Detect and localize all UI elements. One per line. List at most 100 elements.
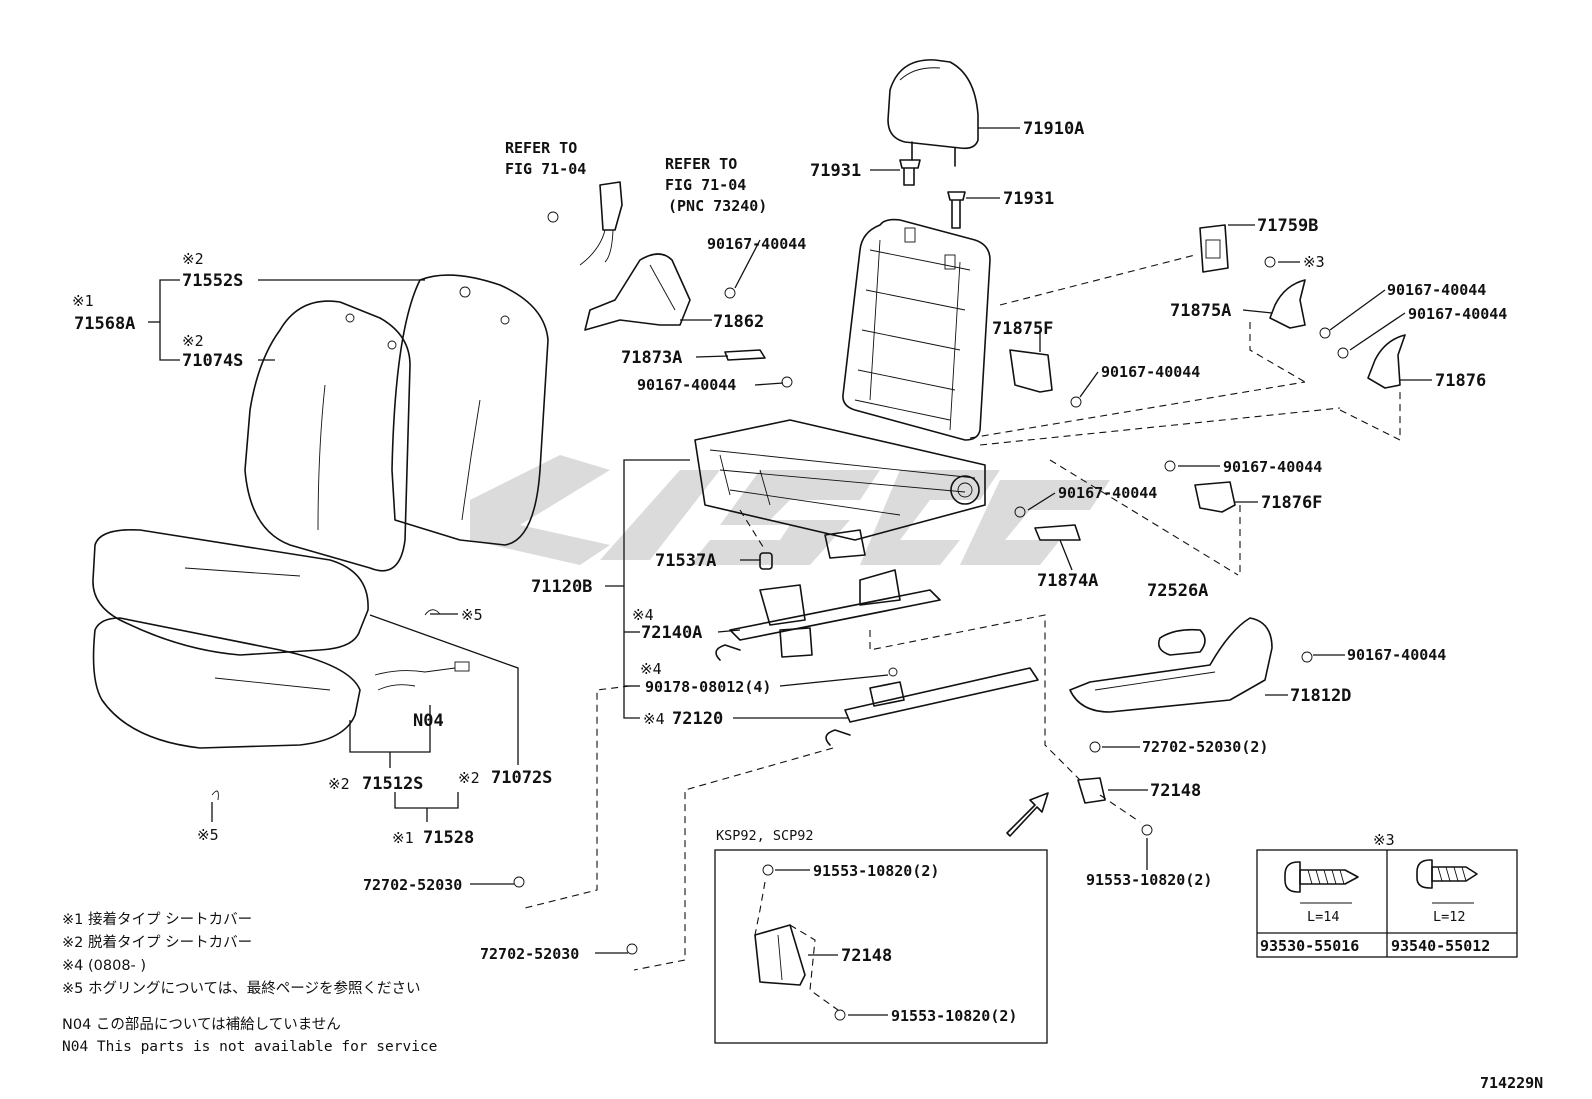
- label-71876f: 71876F: [1261, 493, 1322, 513]
- screw-icon-right: [1416, 859, 1478, 904]
- cover-71875a-drawing: [1269, 279, 1306, 329]
- label-72526a: 72526A: [1147, 581, 1208, 601]
- label-71512s: 71512S: [362, 774, 423, 794]
- knob-72526a-drawing: [1157, 628, 1206, 656]
- label-71537a: 71537A: [655, 551, 716, 571]
- label-90167-e: 90167-40044: [1101, 363, 1200, 381]
- bracket-71873a-drawing: [724, 349, 766, 361]
- mark-4-72140a: ※4: [632, 606, 654, 624]
- dashed-guides: [524, 254, 1401, 1011]
- shield-71812d-drawing: [1069, 617, 1273, 713]
- refer-note-2-line2: FIG 71-04: [665, 176, 746, 194]
- label-71931-upper: 71931: [810, 161, 861, 181]
- bracket-71874a-drawing: [1034, 524, 1081, 541]
- harness-drawing: [374, 661, 470, 691]
- note-1: ※1 接着タイプ シートカバー: [62, 911, 252, 928]
- mark-4-72120: ※4: [643, 710, 665, 728]
- label-72120: 72120: [672, 709, 723, 729]
- bolt-icons: [513, 256, 1349, 1021]
- label-90167-f: 90167-40044: [1223, 458, 1322, 476]
- label-71812d: 71812D: [1290, 686, 1351, 706]
- watermark-logo: [470, 455, 1110, 565]
- seat-back-cover-drawing: [391, 274, 549, 546]
- label-90178: 90178-08012(4): [645, 678, 771, 696]
- mark-5-a: ※5: [461, 606, 483, 624]
- label-71931-lower: 71931: [1003, 189, 1054, 209]
- label-n04: N04: [413, 711, 444, 731]
- label-90167-b: 90167-40044: [637, 376, 736, 394]
- leader-lines: [148, 127, 1432, 1016]
- part-labels: 71910A 71931 71931 71759B 71875A 71876 7…: [74, 119, 1507, 1025]
- bracket-72148-drawing: [1077, 777, 1106, 804]
- note-4: ※4 (0808- ): [62, 958, 146, 974]
- variant-box: KSP92, SCP92: [714, 828, 1048, 1044]
- label-71074s: 71074S: [182, 351, 243, 371]
- label-71875a: 71875A: [1170, 301, 1231, 321]
- note-5: ※5 ホグリングについては、最終ページを参照ください: [62, 980, 420, 997]
- label-90167-h: 90167-40044: [1347, 646, 1446, 664]
- label-71759b: 71759B: [1257, 216, 1318, 236]
- seat-cushion-pad-drawing: [92, 617, 361, 749]
- label-91553-b: 91553-10820(2): [813, 862, 939, 880]
- hog-ring-drawing: [211, 609, 441, 801]
- mark-2-71512s: ※2: [328, 775, 350, 793]
- notes-block: ※1 接着タイプ シートカバー ※2 脱着タイプ シートカバー ※4 (0808…: [62, 911, 437, 1055]
- label-90167-a: 90167-40044: [707, 235, 806, 253]
- screw-icon-left: [1284, 861, 1359, 904]
- label-72702-c: 72702-52030(2): [1142, 738, 1268, 756]
- screw-part-left: 93530-55016: [1260, 937, 1359, 955]
- variant-box-title: KSP92, SCP92: [716, 828, 814, 844]
- refer-note-1-line1: REFER TO: [505, 139, 577, 157]
- label-71568a: 71568A: [74, 314, 135, 334]
- headrest-guide-drawing: [899, 159, 966, 229]
- mark-1-71568a: ※1: [72, 292, 94, 310]
- refer-note-2-line3: (PNC 73240): [668, 197, 767, 215]
- mark-2-71552s: ※2: [182, 250, 204, 268]
- seat-back-pad-drawing: [244, 300, 411, 572]
- note-n04-en: N04 This parts is not available for serv…: [62, 1039, 437, 1055]
- switch-71759b-drawing: [1199, 224, 1229, 273]
- seat-cushion-cover-drawing: [92, 528, 369, 656]
- mark-1-71528: ※1: [392, 829, 414, 847]
- seat-back-frame-drawing: [842, 218, 991, 441]
- label-71072s: 71072S: [491, 768, 552, 788]
- mark-3: ※3: [1303, 253, 1325, 271]
- label-71120b: 71120B: [531, 577, 592, 597]
- lever-71537a-drawing: [759, 552, 773, 570]
- label-90167-g: 90167-40044: [1058, 484, 1157, 502]
- figure-code: 714229N: [1480, 1074, 1543, 1092]
- screw-length-right: L=12: [1433, 909, 1466, 925]
- label-71875f: 71875F: [992, 319, 1053, 339]
- seatbelt-buckle-drawing: [547, 181, 623, 266]
- note-n04-ja: N04 この部品については補給していません: [62, 1016, 341, 1033]
- cover-71876-drawing: [1367, 334, 1406, 389]
- label-90167-c: 90167-40044: [1387, 281, 1486, 299]
- bracket-72148b-drawing: [754, 924, 806, 986]
- mark-5-b: ※5: [197, 826, 219, 844]
- seat-cushion-frame-drawing: [694, 419, 986, 559]
- cover-71876f-drawing: [1194, 481, 1236, 513]
- label-72148: 72148: [1150, 781, 1201, 801]
- mark-2-71074s: ※2: [182, 332, 204, 350]
- label-90167-d: 90167-40044: [1408, 305, 1507, 323]
- label-91553-c: 91553-10820(2): [891, 1007, 1017, 1025]
- mark-4-90178: ※4: [640, 660, 662, 678]
- cover-71875f-drawing: [1009, 349, 1053, 393]
- screw-part-right: 93540-55012: [1391, 937, 1490, 955]
- refer-note-1-line2: FIG 71-04: [505, 160, 586, 178]
- label-71873a: 71873A: [621, 348, 682, 368]
- refer-notes: REFER TO FIG 71-04 REFER TO FIG 71-04 (P…: [505, 139, 767, 215]
- label-71876: 71876: [1435, 371, 1486, 391]
- label-72140a: 72140A: [641, 623, 702, 643]
- label-71862: 71862: [713, 312, 764, 332]
- label-72702-a: 72702-52030: [363, 876, 462, 894]
- seat-side-cover-drawing: [584, 253, 691, 331]
- direction-arrow: [1006, 792, 1049, 837]
- label-71910a: 71910A: [1023, 119, 1084, 139]
- mark-2-71072s: ※2: [458, 769, 480, 787]
- seat-track-lower-drawing: [825, 667, 1039, 746]
- label-71528: 71528: [423, 828, 474, 848]
- mark-3-table: ※3: [1373, 831, 1395, 849]
- refer-note-2-line1: REFER TO: [665, 155, 737, 173]
